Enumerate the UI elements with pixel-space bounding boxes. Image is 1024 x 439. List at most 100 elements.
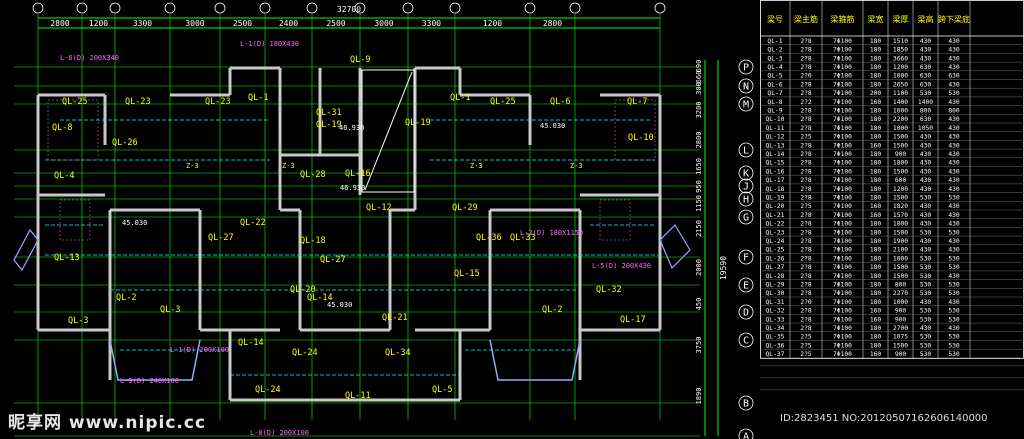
plan-annotation: L-1(D) 180X430 bbox=[240, 40, 299, 48]
schedule-cell: 2?8 bbox=[800, 125, 812, 132]
schedule-header-cell: 梁箍筋 bbox=[831, 14, 855, 24]
schedule-cell: 1000 bbox=[893, 255, 908, 262]
schedule-cell: 1400 bbox=[918, 99, 933, 106]
schedule-cell: 530 bbox=[920, 351, 932, 358]
grid-bubble bbox=[164, 2, 176, 14]
beam-label: QL-3 bbox=[68, 316, 88, 326]
schedule-cell: 2?8 bbox=[800, 108, 812, 115]
schedule-header-cell: 梁主筋 bbox=[794, 14, 818, 24]
schedule-cell: 180 bbox=[870, 125, 882, 132]
beam-label: QL-16 bbox=[345, 169, 371, 179]
schedule-cell: 2?8 bbox=[800, 325, 812, 332]
beam-label: QL-27 bbox=[208, 233, 234, 243]
schedule-cell: 430 bbox=[948, 247, 960, 254]
schedule-cell: QL-9 bbox=[767, 108, 782, 115]
schedule-cell: QL-4 bbox=[767, 64, 782, 71]
schedule-cell: 630 bbox=[920, 64, 932, 71]
grid-axis-label: A bbox=[743, 432, 749, 439]
schedule-cell: 180 bbox=[870, 247, 882, 254]
schedule-cell: 160 bbox=[870, 99, 882, 106]
beam-label: QL-15 bbox=[454, 269, 480, 279]
schedule-cell: 430 bbox=[948, 238, 960, 245]
schedule-cell: 2?8 bbox=[800, 273, 812, 280]
beam-label: QL-14 bbox=[238, 338, 264, 348]
beam-label: QL-2 bbox=[116, 293, 136, 303]
beam-label: QL-25 bbox=[490, 97, 516, 107]
schedule-cell: 7Φ100 bbox=[833, 255, 852, 262]
schedule-cell: 430 bbox=[948, 125, 960, 132]
schedule-cell: 7Φ100 bbox=[833, 108, 852, 115]
schedule-cell: 1500 bbox=[893, 142, 908, 149]
schedule-cell: 180 bbox=[870, 334, 882, 341]
plan-annotation: L-5(D) 200X430 bbox=[592, 262, 651, 270]
beam-label: QL-7 bbox=[627, 97, 647, 107]
grid-axis-label: H bbox=[743, 195, 749, 206]
plan-annotation: L-6(D) 200X340 bbox=[60, 54, 119, 62]
schedule-cell: 180 bbox=[870, 38, 882, 45]
schedule-cell: 7Φ100 bbox=[833, 212, 852, 219]
schedule-cell: 2?8 bbox=[800, 229, 812, 236]
schedule-cell: 7Φ100 bbox=[833, 195, 852, 202]
grid-axis-bubble bbox=[738, 96, 754, 112]
grid-axis-label: P bbox=[743, 63, 749, 74]
schedule-cell: QL-13 bbox=[766, 142, 785, 149]
schedule-cell: QL-35 bbox=[766, 334, 785, 341]
schedule-cell: 430 bbox=[948, 221, 960, 228]
schedule-cell: 430 bbox=[920, 247, 932, 254]
top-dimension-label: 2500 bbox=[326, 19, 345, 28]
schedule-cell: 2?8 bbox=[800, 55, 812, 62]
schedule-cell: 180 bbox=[870, 186, 882, 193]
schedule-cell: 530 bbox=[948, 255, 960, 262]
schedule-cell: QL-14 bbox=[766, 151, 785, 158]
schedule-cell: 7Φ100 bbox=[833, 142, 852, 149]
plan-annotation: 45.030 bbox=[540, 122, 565, 130]
plan-annotation: L-8(D) 200X100 bbox=[250, 429, 309, 437]
schedule-cell: 1200 bbox=[893, 186, 908, 193]
schedule-cell: 180 bbox=[870, 264, 882, 271]
beam-label: QL-14 bbox=[307, 293, 333, 303]
beam-label: QL-24 bbox=[292, 348, 318, 358]
schedule-cell: 2?8 bbox=[800, 142, 812, 149]
side-balcony bbox=[659, 224, 691, 270]
schedule-cell: 1500 bbox=[893, 342, 908, 349]
schedule-cell: 7Φ100 bbox=[833, 160, 852, 167]
beam-label: QL-26 bbox=[112, 138, 138, 148]
schedule-cell: 430 bbox=[920, 160, 932, 167]
schedule-cell: QL-30 bbox=[766, 290, 785, 297]
schedule-cell: 7Φ100 bbox=[833, 116, 852, 123]
grid-axis-bubble bbox=[738, 395, 754, 411]
schedule-cell: 2?8 bbox=[800, 212, 812, 219]
schedule-cell: 7Φ100 bbox=[833, 316, 852, 323]
schedule-cell: 2700 bbox=[893, 325, 908, 332]
schedule-cell: 7Φ100 bbox=[833, 282, 852, 289]
grid-axis-bubble bbox=[738, 428, 754, 439]
schedule-cell: 7Φ100 bbox=[833, 73, 852, 80]
schedule-cell: QL-34 bbox=[766, 325, 785, 332]
grid-axis-label: N bbox=[743, 82, 749, 93]
schedule-cell: 160 bbox=[870, 212, 882, 219]
beam-label: QL-22 bbox=[240, 218, 266, 228]
schedule-cell: 1800 bbox=[893, 160, 908, 167]
schedule-cell: 160 bbox=[870, 316, 882, 323]
schedule-cell: 430 bbox=[948, 168, 960, 175]
plan-annotation: 46.930 bbox=[340, 184, 365, 192]
schedule-cell: QL-24 bbox=[766, 238, 785, 245]
schedule-cell: QL-7 bbox=[767, 90, 782, 97]
grid-axis-label: C bbox=[743, 336, 749, 347]
schedule-cell: 2?8 bbox=[800, 238, 812, 245]
schedule-cell: 530 bbox=[920, 342, 932, 349]
schedule-cell: 530 bbox=[948, 342, 960, 349]
right-dimension-label: 1890 bbox=[695, 388, 703, 405]
beam-label: QL-28 bbox=[300, 170, 326, 180]
grid-axis-label: E bbox=[743, 281, 749, 292]
schedule-cell: 7Φ100 bbox=[833, 203, 852, 210]
schedule-cell: QL-1 bbox=[767, 38, 782, 45]
schedule-cell: 430 bbox=[920, 38, 932, 45]
plan-annotation: L-9(D) 240X100 bbox=[120, 377, 179, 385]
schedule-cell: 1000 bbox=[893, 125, 908, 132]
schedule-cell: 2650 bbox=[893, 81, 908, 88]
schedule-cell: 180 bbox=[870, 299, 882, 306]
schedule-cell: 430 bbox=[920, 168, 932, 175]
schedule-cell: 1400 bbox=[893, 99, 908, 106]
